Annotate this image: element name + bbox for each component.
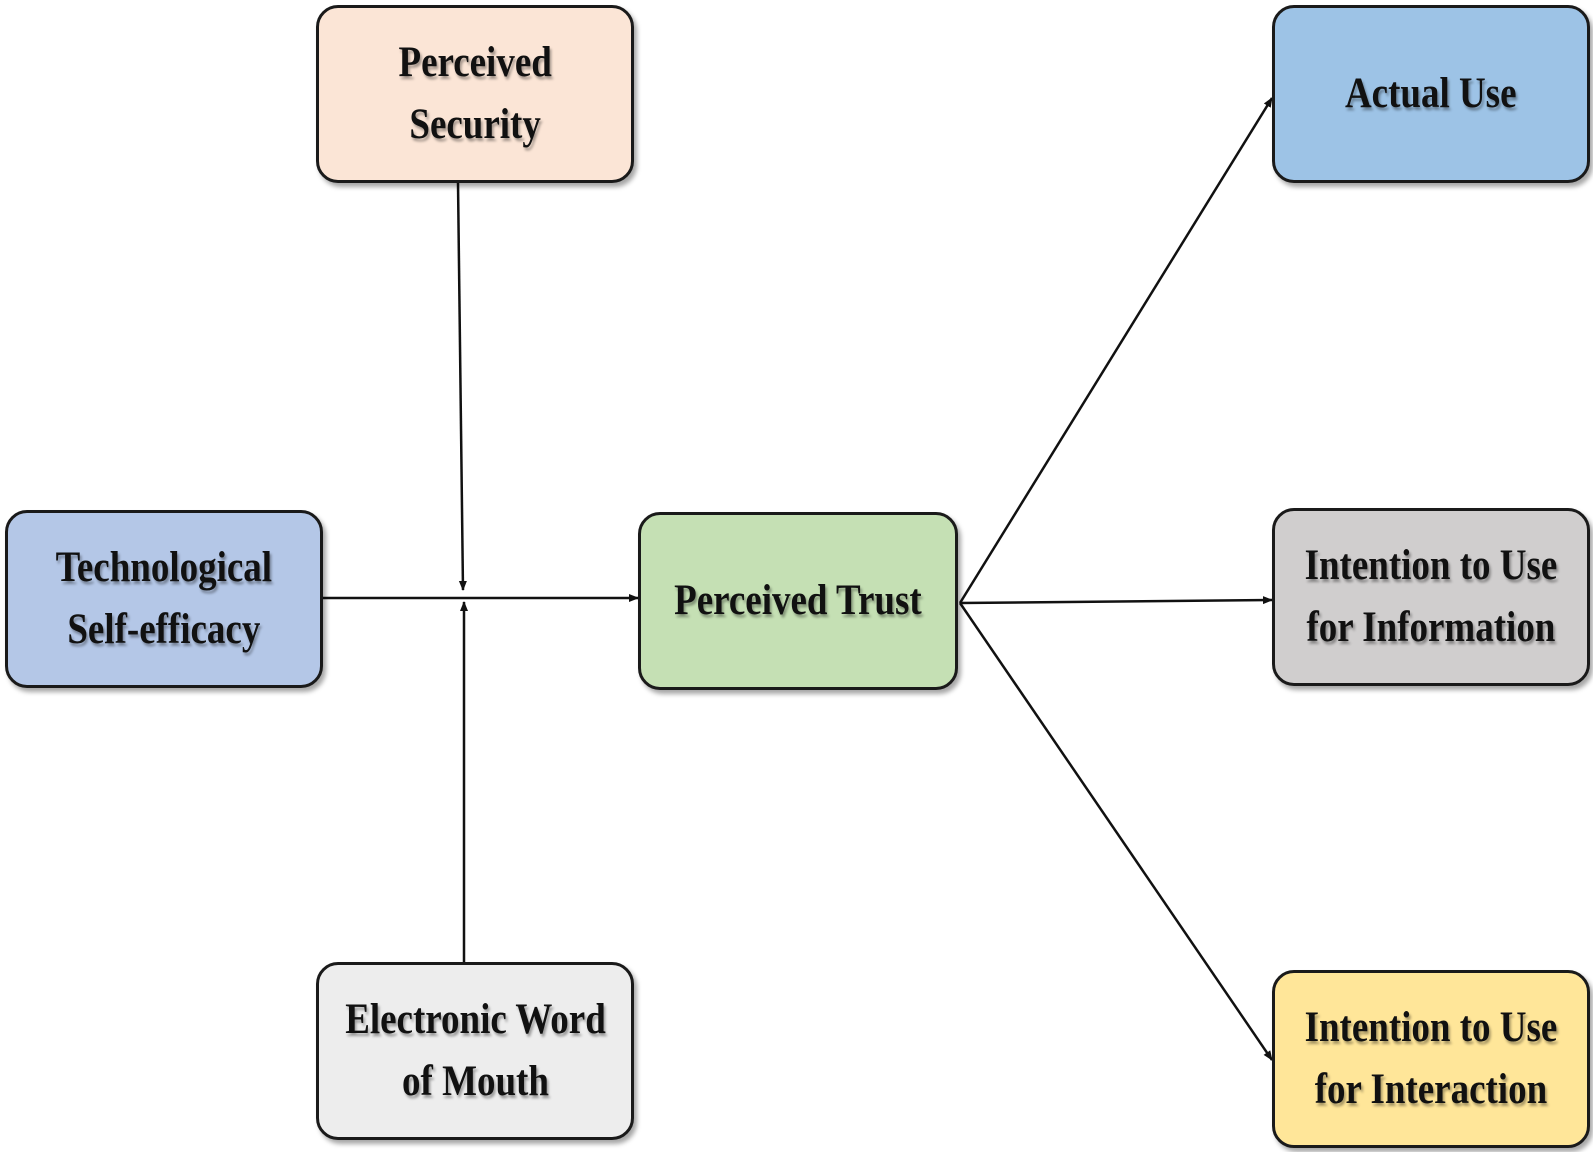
node-label-technological-self-efficacy: Technological Self-efficacy (56, 537, 272, 661)
label-line: Security (409, 101, 541, 148)
label-line: of Mouth (401, 1058, 549, 1105)
label-line: Perceived Trust (674, 577, 922, 624)
label-line: Technological (55, 544, 273, 591)
node-label-actual-use: Actual Use (1345, 63, 1517, 125)
node-label-perceived-security: Perceived Security (398, 32, 551, 156)
arrow-security-moderation (456, 182, 467, 591)
arrow-trust-to-intention-interaction (958, 602, 1274, 1061)
arrow-trust-to-intention-information (959, 596, 1273, 605)
arrow-trust-to-actual-use (958, 97, 1274, 604)
label-line: Electronic Word (344, 996, 606, 1043)
label-line: Intention to Use (1304, 542, 1558, 589)
label-line: Actual Use (1345, 70, 1517, 117)
node-label-intention-to-use-for-interaction: Intention to Use for Interaction (1305, 997, 1558, 1121)
node-perceived-security: Perceived Security (316, 5, 634, 183)
node-technological-self-efficacy: Technological Self-efficacy (5, 510, 323, 688)
label-line: Intention to Use (1304, 1004, 1558, 1051)
node-label-perceived-trust: Perceived Trust (674, 570, 922, 632)
node-intention-to-use-for-information: Intention to Use for Information (1272, 508, 1590, 686)
node-label-electronic-word-of-mouth: Electronic Word of Mouth (345, 989, 606, 1113)
node-label-intention-to-use-for-information: Intention to Use for Information (1305, 535, 1558, 659)
node-perceived-trust: Perceived Trust (638, 512, 958, 690)
node-intention-to-use-for-interaction: Intention to Use for Interaction (1272, 970, 1590, 1148)
label-line: for Interaction (1314, 1066, 1548, 1113)
node-actual-use: Actual Use (1272, 5, 1590, 183)
label-line: Perceived (398, 39, 552, 86)
label-line: Self-efficacy (67, 606, 261, 653)
label-line: for Information (1306, 604, 1556, 651)
node-electronic-word-of-mouth: Electronic Word of Mouth (316, 962, 634, 1140)
